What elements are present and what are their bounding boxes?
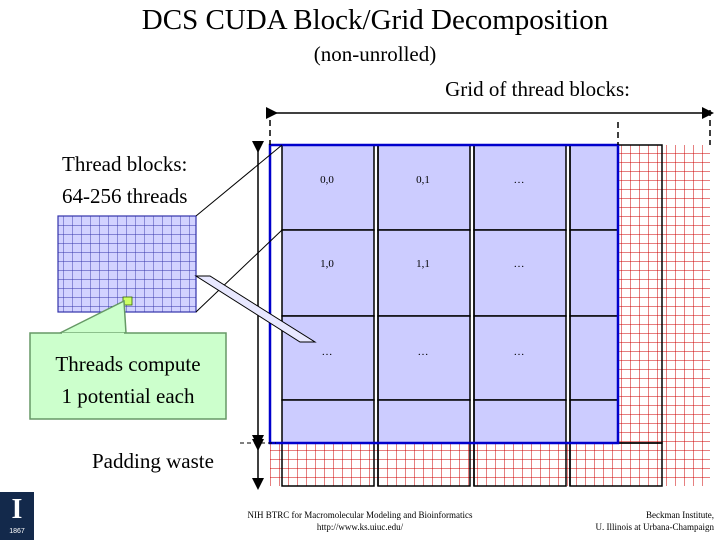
thread-blocks-label-line2: 64-256 threads [62, 184, 188, 208]
cell-label-r1-c0: 1,0 [320, 258, 334, 270]
logo-year: 1867 [9, 528, 25, 535]
zoom-connectors [195, 144, 283, 313]
block-r3-c1 [377, 399, 471, 444]
slide-title: DCS CUDA Block/Grid Decomposition [141, 4, 609, 36]
callout-line1: Threads compute [55, 352, 201, 376]
block-r2-c2 [473, 315, 567, 401]
thread-blocks-label-line1: Thread blocks: [62, 152, 188, 176]
thread-blocks-label: Thread blocks: 64-256 threads [62, 148, 187, 212]
thread-block-grid [281, 144, 619, 444]
cell-label-r1-c1: 1,1 [416, 258, 430, 270]
callout-box [29, 299, 227, 420]
block-r3-c0 [281, 399, 375, 444]
block-r0-c1 [377, 144, 471, 231]
block-r1-c2 [473, 229, 567, 317]
cell-label-r0-c0: 0,0 [320, 174, 334, 186]
zoom-wedge [194, 275, 317, 343]
block-r3-c2 [473, 399, 567, 444]
cell-label-r2-c1: … [417, 346, 429, 358]
footer-right-line1: Beckman Institute, [646, 510, 714, 520]
grid-extent-markers [269, 110, 711, 145]
slide-subtitle: (non-unrolled) [313, 42, 437, 66]
padding-block-outlines [281, 144, 663, 487]
footer-center: NIH BTRC for Macromolecular Modeling and… [200, 509, 520, 533]
block-r2-c1 [377, 315, 471, 401]
footer-right: Beckman Institute, U. Illinois at Urbana… [550, 509, 714, 533]
footer-center-line1: NIH BTRC for Macromolecular Modeling and… [247, 510, 473, 520]
block-r1-c0 [281, 229, 375, 317]
block-r0-c2 [473, 144, 567, 231]
padding-waste-label: Padding waste [92, 449, 214, 473]
cell-label-r2-c2: … [513, 346, 525, 358]
thread-block-zoom [57, 215, 197, 313]
block-r0-c0 [281, 144, 375, 231]
cell-label-r0-c1: 0,1 [416, 174, 430, 186]
grid-label: Grid of thread blocks: [445, 77, 630, 101]
block-r3-c3 [569, 399, 619, 444]
cell-label-r2-c0: … [321, 346, 333, 358]
block-r2-c0 [281, 315, 375, 401]
block-r1-c1 [377, 229, 471, 317]
valid-region-border [268, 143, 620, 445]
cell-label-r1-c2: … [513, 258, 525, 270]
logo-i-mark: I [11, 494, 23, 525]
cell-label-r0-c2: … [513, 174, 525, 186]
university-logo: I 1867 [0, 492, 34, 540]
footer-url[interactable]: http://www.ks.uiuc.edu/ [316, 522, 404, 532]
padding-region [270, 145, 710, 486]
callout-text: Threads compute 1 potential each [30, 348, 226, 412]
footer-right-line2: U. Illinois at Urbana-Champaign [595, 522, 714, 532]
callout-line2: 1 potential each [61, 384, 195, 408]
block-r0-c3 [569, 144, 619, 231]
block-r2-c3 [569, 315, 619, 401]
block-r1-c3 [569, 229, 619, 317]
